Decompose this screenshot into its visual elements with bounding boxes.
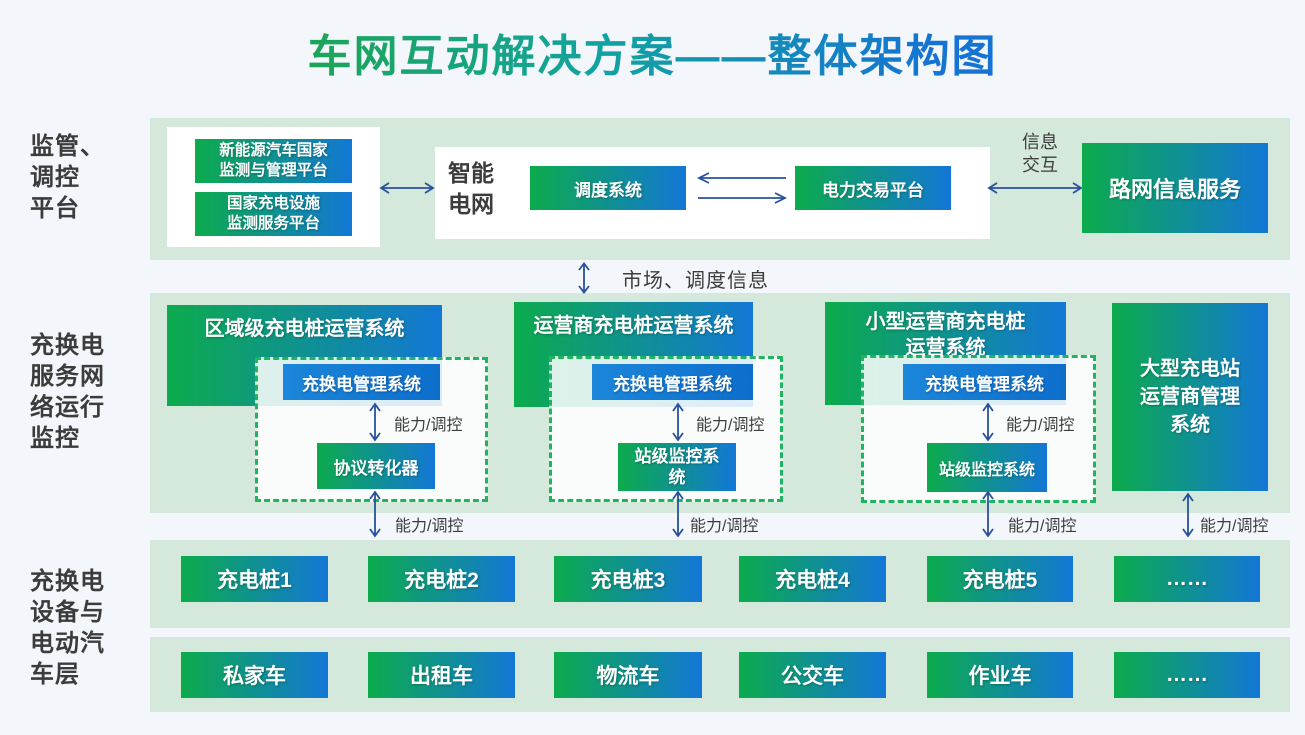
vehicle-box: 公交车 [739,652,886,698]
swap-management-system-box: 充换电管理系统 [592,364,753,400]
capability-link-label: 能力/调控 [1200,518,1269,535]
arrow-left-icon [696,172,786,184]
side-label-network-monitor: 充换电 服务网 络运行 监控 [30,332,105,452]
smart-grid-label: 智能 电网 [448,160,494,217]
large-station-management-box: 大型充电站 运营商管理 系统 [1112,303,1268,491]
vehicle-box: 作业车 [927,652,1073,698]
vertical-bidirectional-arrow-icon [369,402,381,442]
charger-box: 充电桩5 [927,556,1073,602]
vehicle-box: 物流车 [554,652,702,698]
vertical-bidirectional-arrow-icon [1182,492,1194,538]
vehicle-ellipsis-box: …… [1114,652,1260,698]
swap-management-system-box: 充换电管理系统 [903,364,1066,400]
vehicle-band [150,637,1290,712]
capability-link-label: 能力/调控 [690,518,759,535]
capability-link-label: 能力/调控 [1008,518,1077,535]
nev-national-platform-box: 新能源汽车国家 监测与管理平台 [195,139,352,183]
dispatch-system-box: 调度系统 [530,166,686,210]
charger-box: 充电桩3 [554,556,702,602]
capability-label: 能力/调控 [394,417,463,434]
national-charging-platform-box: 国家充电设施 监测服务平台 [195,192,352,236]
page-title: 车网互动解决方案——整体架构图 [0,20,1305,84]
station-monitor-system-box: 站级监控系 统 [618,443,736,491]
protocol-converter-box: 协议转化器 [317,443,435,489]
side-label-device-layer: 充换电 设备与 电动汽 车层 [30,568,105,688]
swap-management-system-box: 充换电管理系统 [283,364,440,400]
road-network-service-box: 路网信息服务 [1082,143,1268,233]
info-exchange-label: 信息 交互 [1022,132,1058,175]
market-dispatch-info-label: 市场、调度信息 [622,270,769,292]
capability-label: 能力/调控 [1006,417,1075,434]
charger-box: 充电桩2 [368,556,515,602]
charger-ellipsis-box: …… [1114,556,1260,602]
vertical-bidirectional-arrow-icon [672,490,684,538]
bidirectional-arrow-icon [987,182,1083,194]
vertical-bidirectional-arrow-icon [578,262,590,294]
vertical-bidirectional-arrow-icon [982,490,994,538]
station-monitor-system-box: 站级监控系统 [927,443,1047,492]
vertical-bidirectional-arrow-icon [369,490,381,538]
vehicle-box: 私家车 [181,652,328,698]
vehicle-box: 出租车 [368,652,515,698]
capability-link-label: 能力/调控 [395,518,464,535]
charger-band [150,540,1290,628]
power-trading-platform-box: 电力交易平台 [795,166,951,210]
charger-box: 充电桩4 [739,556,886,602]
vertical-bidirectional-arrow-icon [672,402,684,442]
charger-box: 充电桩1 [181,556,328,602]
side-label-regulation: 监管、 调控 平台 [30,133,105,222]
arrow-right-icon [698,192,788,204]
vertical-bidirectional-arrow-icon [982,402,994,442]
capability-label: 能力/调控 [696,417,765,434]
bidirectional-arrow-icon [379,182,435,194]
